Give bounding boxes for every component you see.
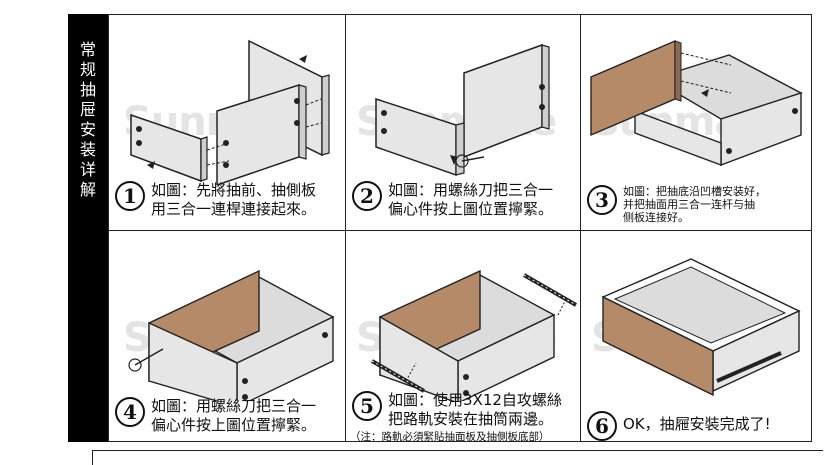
step-1-panel: Sunmake 1 如圖：先將抽前、抽側板 xyxy=(108,14,346,231)
step-5-panel: Sunmake 5 如圖：使用3X12自攻螺絲 把路軌安裝在抽筒兩邊。 （注：路… xyxy=(345,230,581,442)
step-5-illustration xyxy=(371,269,577,401)
step-6-caption: 6 OK，抽屜安裝完成了! xyxy=(587,411,771,441)
step-2-caption: 2 如圖：用螺絲刀把三合一 偏心件按上圖位置擰緊。 xyxy=(352,181,553,219)
step-6-panel: Sunmake 6 OK，抽屜安裝完成了! xyxy=(580,230,812,442)
step-2-panel: Sunmake 2 如圖：用螺絲刀把三合一 偏心件按上圖位置擰緊。 xyxy=(345,14,581,231)
step-number: 1 xyxy=(115,181,145,211)
side-title: 常 规 抽 屉 安 装 详 解 xyxy=(79,40,96,199)
step-5-caption: 5 如圖：使用3X12自攻螺絲 把路軌安裝在抽筒兩邊。 xyxy=(352,391,562,429)
step-4-panel: Sunmake 4 如圖：用螺絲刀把三合一 偏心件按上圖位置擰緊。 xyxy=(108,230,346,442)
instruction-grid: Sunmake 1 如圖：先將抽前、抽側板 xyxy=(108,14,812,442)
step-number: 6 xyxy=(587,411,617,441)
step-6-illustration xyxy=(601,258,801,397)
step-1-illustration xyxy=(130,39,330,185)
step-2-illustration xyxy=(375,43,550,177)
step-number: 3 xyxy=(587,185,617,215)
side-title-bar: 常 规 抽 屉 安 装 详 解 xyxy=(68,14,108,442)
step-number: 2 xyxy=(352,181,382,211)
step-number: 4 xyxy=(115,397,145,427)
step-3-illustration xyxy=(590,39,803,167)
step-3-panel: Sunmake 3 如圖：把抽底沿凹槽安装好， 并把抽面用三合一连杆与抽 侧板连… xyxy=(580,14,812,231)
step-4-illustration xyxy=(128,269,335,401)
bottom-rule xyxy=(92,450,823,465)
step-4-caption: 4 如圖：用螺絲刀把三合一 偏心件按上圖位置擰緊。 xyxy=(115,397,316,435)
step-number: 5 xyxy=(352,391,382,421)
step-5-note: （注：路軌必須緊貼抽面板及抽側板底部） xyxy=(350,431,550,442)
step-3-caption: 3 如圖：把抽底沿凹槽安装好， 并把抽面用三合一连杆与抽 侧板连接好。 xyxy=(587,185,766,224)
step-1-caption: 1 如圖：先將抽前、抽側板 用三合一連桿連接起來。 xyxy=(115,181,316,219)
